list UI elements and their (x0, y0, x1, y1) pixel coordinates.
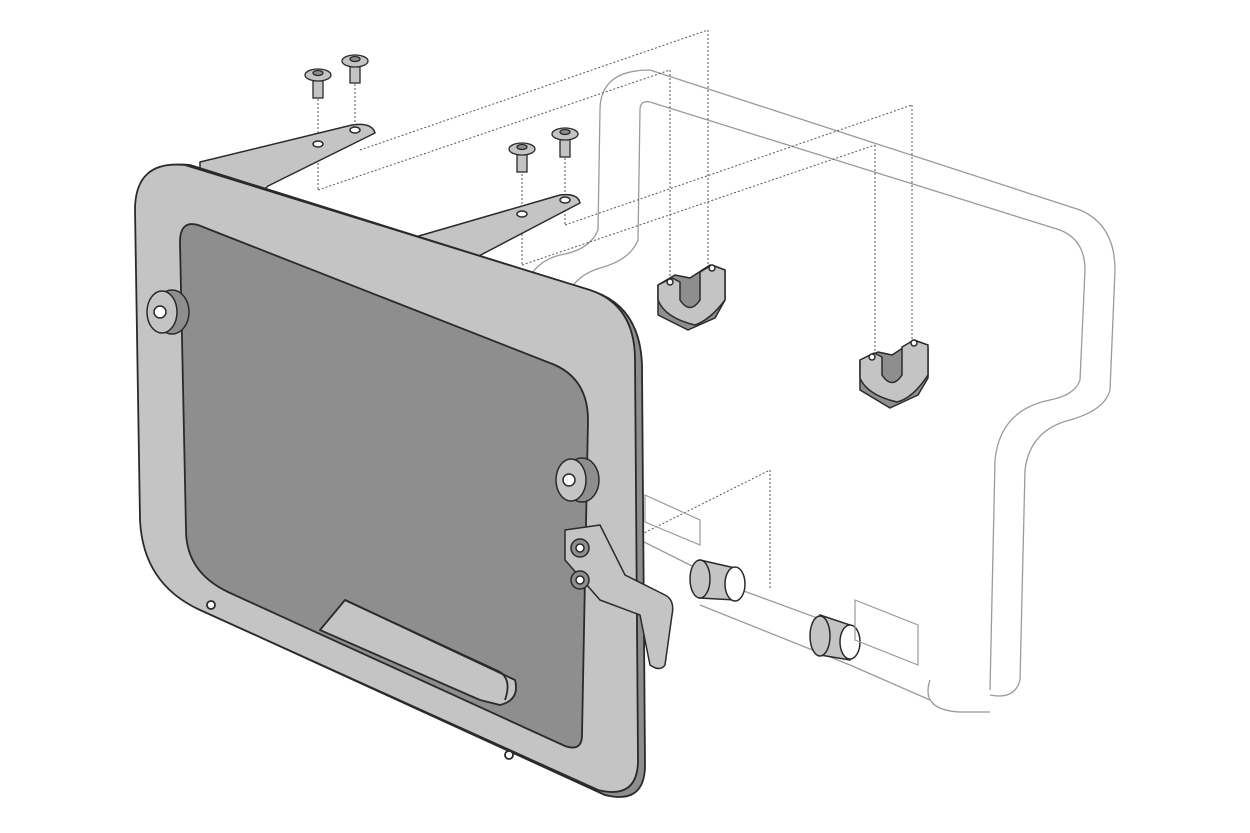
tube-plates (644, 494, 919, 666)
u-clamp-block-1 (657, 264, 726, 331)
u-clamp-block-2 (859, 339, 929, 409)
rubber-grommet-2 (555, 457, 600, 503)
lower-hook-bracket (564, 524, 674, 670)
tube-spacer-1 (689, 559, 746, 602)
bolt-2 (341, 54, 369, 84)
bolt-4 (551, 127, 579, 158)
bolt-3 (508, 142, 536, 173)
side-carrier-frame (134, 163, 646, 798)
top-mount-bracket-1 (199, 123, 376, 197)
rubber-grommet-1 (146, 289, 190, 335)
bolt-1 (304, 68, 332, 99)
assembly-guide-lines (317, 29, 913, 641)
tube-spacer-2 (809, 613, 861, 661)
